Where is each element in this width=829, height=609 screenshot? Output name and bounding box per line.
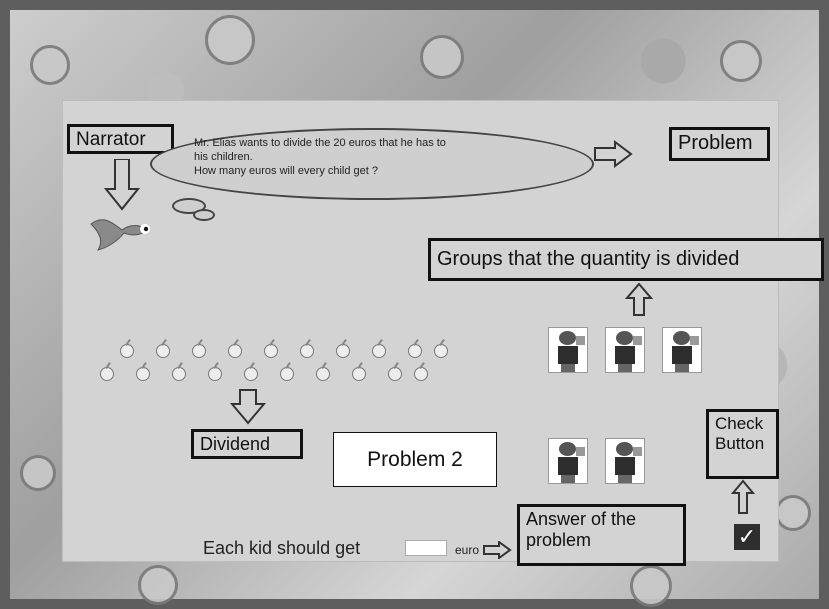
child-icon — [548, 438, 588, 484]
coin-icon — [280, 367, 294, 381]
speech-cloud — [150, 128, 594, 200]
bird-icon — [90, 219, 150, 251]
coin-icon — [264, 344, 278, 358]
coin-icon — [408, 344, 422, 358]
shell-decoration — [138, 565, 178, 605]
cloud-puff — [193, 209, 215, 221]
shell-decoration — [20, 455, 56, 491]
dividend-label: Dividend — [191, 429, 303, 459]
story-line-1: Mr. Elias wants to divide the 20 euros t… — [194, 137, 446, 149]
story-line-3: How many euros will every child get ? — [194, 165, 379, 177]
problem-label: Problem — [669, 127, 770, 161]
coin-icon — [100, 367, 114, 381]
check-button[interactable]: ✓ — [734, 524, 760, 550]
shell-decoration — [205, 15, 255, 65]
euro-unit: euro — [455, 543, 480, 557]
coin-icon — [120, 344, 134, 358]
shell-decoration — [720, 40, 762, 82]
shell-decoration — [30, 45, 70, 85]
coin-icon — [228, 344, 242, 358]
coin-icon — [388, 367, 402, 381]
answer-prompt: Each kid should get — [203, 538, 361, 558]
coin-icon — [352, 367, 366, 381]
down-arrow-icon — [230, 389, 266, 425]
coin-icon — [372, 344, 386, 358]
problem-number-label: Problem 2 — [333, 432, 497, 487]
coin-icon — [434, 344, 448, 358]
right-arrow-icon — [483, 541, 512, 559]
shell-decoration — [630, 565, 672, 607]
up-arrow-icon — [625, 282, 653, 316]
coin-icon — [136, 367, 150, 381]
right-arrow-icon — [594, 140, 633, 168]
child-icon — [662, 327, 702, 373]
shell-decoration — [775, 495, 811, 531]
coin-icon — [192, 344, 206, 358]
groups-label: Groups that the quantity is divided — [428, 238, 824, 281]
down-arrow-icon — [104, 159, 140, 211]
narrator-label: Narrator — [67, 124, 174, 154]
child-icon — [605, 438, 645, 484]
story-text: Mr. Elias wants to divide the 20 euros t… — [194, 136, 594, 178]
coin-icon — [244, 367, 258, 381]
up-arrow-icon — [731, 479, 755, 514]
child-icon — [605, 327, 645, 373]
coin-icon — [172, 367, 186, 381]
coin-icon — [156, 344, 170, 358]
story-line-2: his children. — [194, 151, 253, 163]
child-icon — [548, 327, 588, 373]
coin-icon — [208, 367, 222, 381]
answer-label: Answer of the problem — [517, 504, 686, 566]
shell-decoration — [420, 35, 464, 79]
coin-icon — [336, 344, 350, 358]
coin-icon — [414, 367, 428, 381]
answer-input[interactable] — [405, 540, 447, 556]
check-button-label: Check Button — [706, 409, 779, 479]
coin-icon — [316, 367, 330, 381]
coin-icon — [300, 344, 314, 358]
